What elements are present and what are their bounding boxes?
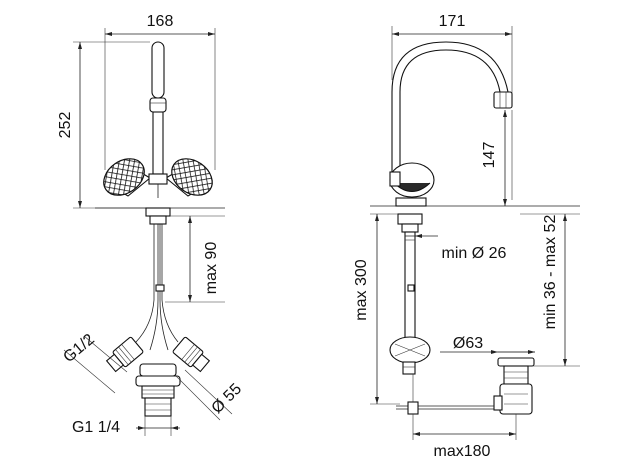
deck-nut bbox=[145, 207, 171, 217]
side-view: 171 147 min 36 - max 52 min bbox=[353, 13, 580, 460]
deck-thickness-dimension: min 36 - max 52 bbox=[542, 215, 559, 330]
side-base bbox=[395, 197, 427, 207]
spout-height-dimension: 147 bbox=[481, 142, 498, 169]
front-view: 168 252 max 90 bbox=[57, 13, 245, 436]
right-inlet-fitting bbox=[172, 336, 211, 373]
drain-thread-label: G1 1/4 bbox=[72, 419, 120, 436]
below-deck-dimension: max 90 bbox=[203, 242, 220, 295]
height-dimension: 252 bbox=[57, 112, 74, 139]
side-drain-body bbox=[503, 365, 529, 385]
inlet-thread-label: G1/2 bbox=[60, 331, 98, 366]
left-inlet-fitting bbox=[105, 336, 144, 373]
drain-diameter-label: Ø63 bbox=[453, 335, 483, 352]
base-diameter-label: Ø 55 bbox=[209, 380, 246, 417]
left-crystal-knob-icon bbox=[103, 158, 145, 196]
right-crystal-knob-icon bbox=[171, 158, 213, 196]
spout-pipe bbox=[151, 41, 165, 99]
spout-body bbox=[152, 111, 164, 175]
drain-flange bbox=[139, 363, 177, 377]
depth-dimension: max 300 bbox=[353, 259, 370, 320]
drain-thread-body bbox=[144, 397, 172, 417]
drain-pivot bbox=[493, 395, 503, 411]
pull-rod-dimension: max180 bbox=[434, 443, 491, 460]
width-dimension: 168 bbox=[147, 13, 174, 30]
right-hose bbox=[161, 224, 179, 343]
aerator bbox=[493, 91, 513, 109]
side-drain-flange bbox=[497, 357, 535, 367]
mixer-body bbox=[148, 173, 168, 185]
hole-diameter-label: min Ø 26 bbox=[442, 245, 507, 262]
reach-dimension: 171 bbox=[439, 13, 466, 30]
spout-collar bbox=[149, 97, 167, 113]
left-hose bbox=[135, 224, 155, 343]
